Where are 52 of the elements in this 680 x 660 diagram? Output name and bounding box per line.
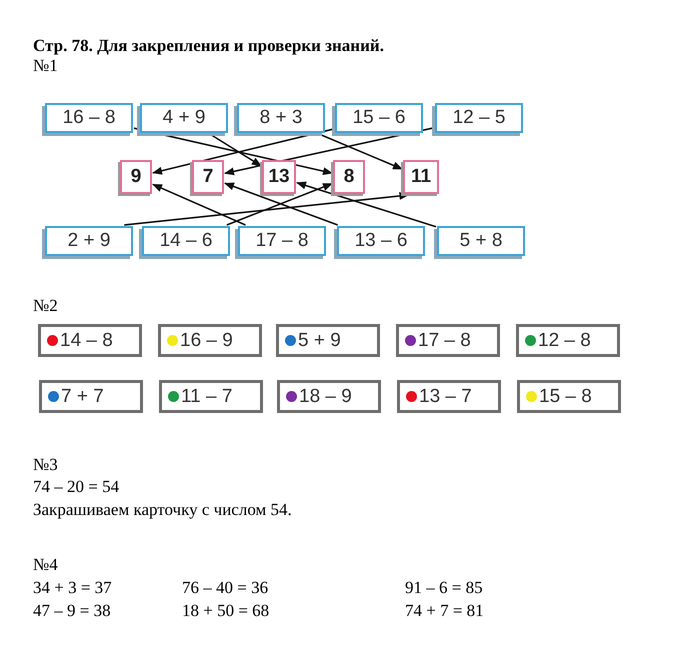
expression-text: 15 – 8: [539, 386, 592, 408]
arrow: [296, 182, 436, 228]
equation: 91 – 6 = 85: [405, 578, 483, 598]
equation: 74 – 20 = 54: [33, 477, 120, 497]
section-number: №1: [33, 56, 58, 76]
section-number: №2: [33, 296, 58, 316]
expression-card: 2 + 9: [45, 226, 133, 256]
expression-card: 12 – 5: [435, 103, 523, 133]
expression-text: 16 – 9: [180, 330, 233, 352]
expression-text: 18 – 9: [299, 386, 352, 408]
expression-card: [396, 324, 500, 357]
answer-card: 7: [192, 160, 224, 194]
answer-card: 11: [403, 160, 439, 194]
sentence: Закрашиваем карточку с числом 54.: [33, 500, 292, 520]
expression-text: 13 – 7: [419, 386, 472, 408]
expression-card: 15 – 6: [335, 103, 423, 133]
section-number: №4: [33, 555, 58, 575]
expression-card: [397, 380, 501, 413]
expression-card: [276, 324, 380, 357]
equation: 76 – 40 = 36: [182, 578, 268, 598]
expression-card: [159, 380, 263, 413]
expression-card: [39, 380, 143, 413]
expression-text: 14 – 8: [60, 330, 113, 352]
arrow: [209, 133, 262, 166]
arrow: [124, 192, 410, 226]
answer-card: 8: [333, 160, 365, 194]
expression-card: 5 + 8: [437, 226, 525, 256]
expression-card: [158, 324, 262, 357]
arrow: [152, 184, 246, 226]
expression-card: 8 + 3: [237, 103, 325, 133]
expression-text: 12 – 8: [538, 330, 591, 352]
equation: 74 + 7 = 81: [405, 601, 484, 621]
expression-card: 4 + 9: [140, 103, 228, 133]
answer-card: 13: [262, 160, 296, 194]
expression-card: [38, 324, 142, 357]
expression-card: [517, 380, 621, 413]
expression-card: 14 – 6: [142, 226, 230, 256]
expression-card: [516, 324, 620, 357]
section-number: №3: [33, 455, 58, 475]
expression-text: 7 + 7: [61, 386, 104, 408]
expression-card: 16 – 8: [45, 103, 133, 133]
equation: 34 + 3 = 37: [33, 578, 112, 598]
expression-card: 13 – 6: [337, 226, 425, 256]
expression-text: 5 + 9: [298, 330, 341, 352]
heading: Стр. 78. Для закрепления и проверки знаний.: [33, 36, 384, 56]
answer-card: 9: [120, 160, 152, 194]
expression-card: [277, 380, 381, 413]
equation: 47 – 9 = 38: [33, 601, 111, 621]
equation: 18 + 50 = 68: [182, 601, 270, 621]
expression-text: 11 – 7: [181, 386, 232, 408]
expression-text: 17 – 8: [418, 330, 471, 352]
expression-card: 17 – 8: [238, 226, 326, 256]
